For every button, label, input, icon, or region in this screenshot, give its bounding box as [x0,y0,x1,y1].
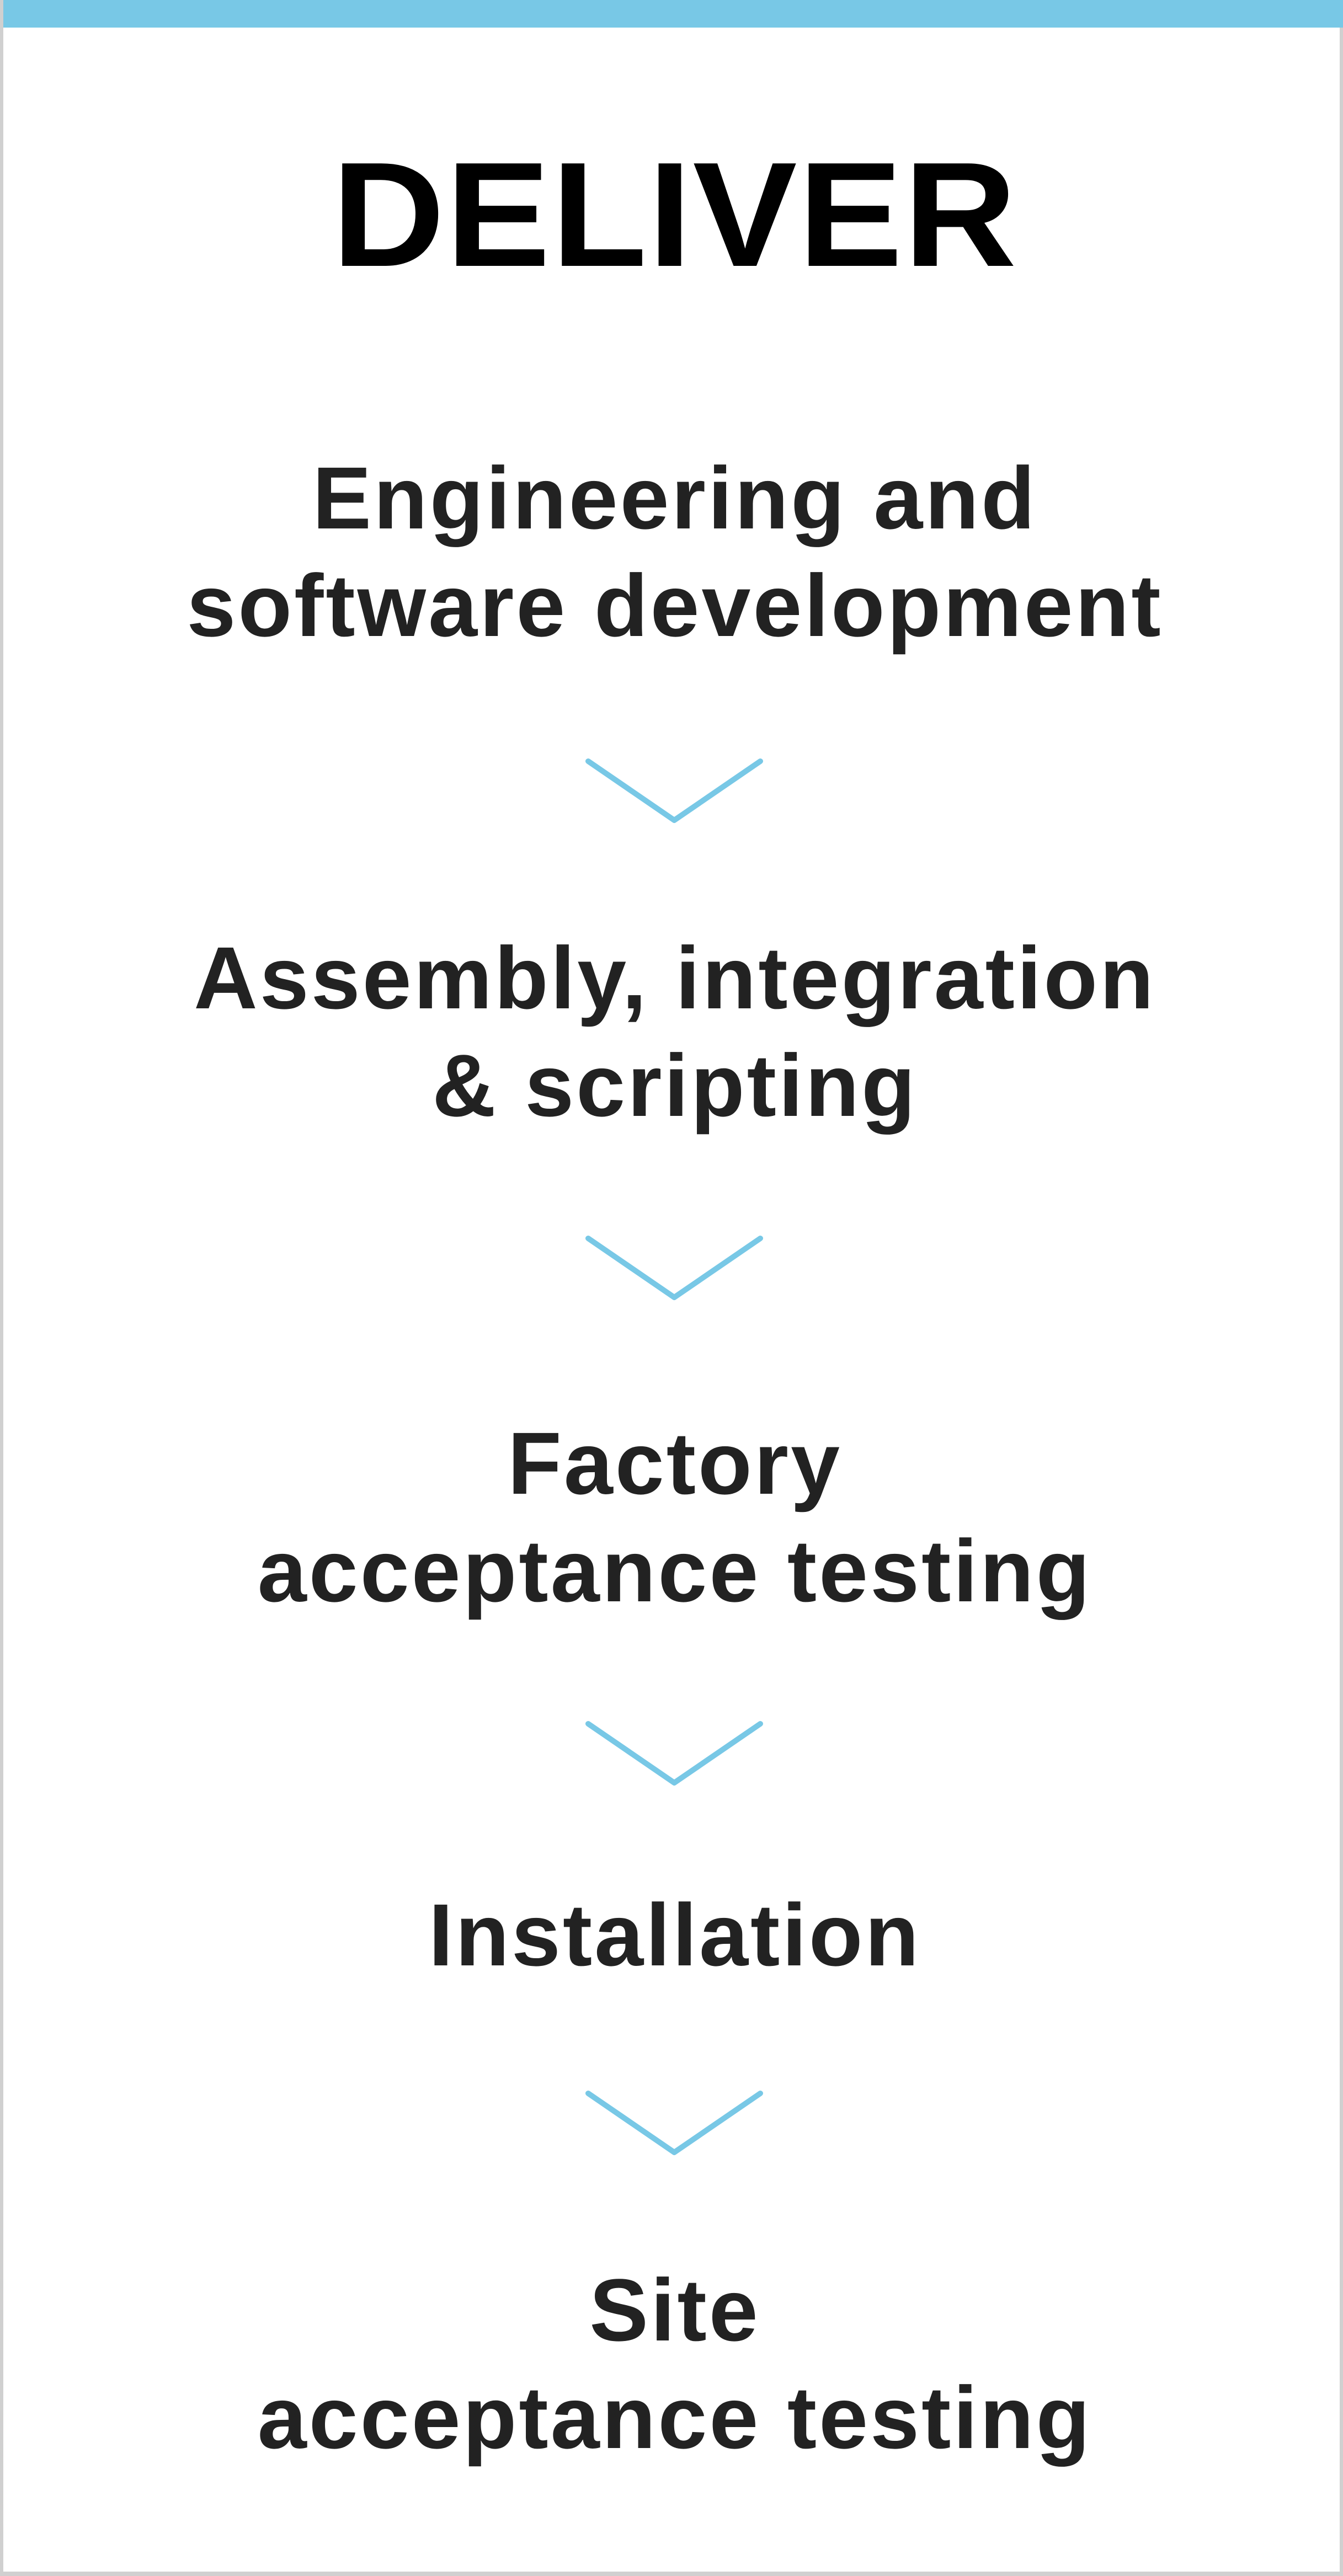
chevron-down-icon [585,1236,763,1300]
step-line: Site [589,2260,760,2359]
step-site-acceptance: Site acceptance testing [3,2256,1343,2471]
chevron-down-icon [585,2091,763,2155]
chevron-down-icon [585,758,763,823]
step-engineering: Engineering and software development [3,444,1343,659]
accent-top-bar [3,0,1343,28]
step-line: Assembly, integration [194,928,1156,1027]
step-line: Factory [508,1414,842,1513]
step-factory-acceptance: Factory acceptance testing [3,1409,1343,1624]
step-line: Installation [428,1885,921,1984]
diagram-title: DELIVER [332,132,1018,298]
step-line: acceptance testing [257,1521,1092,1620]
step-installation: Installation [3,1881,1343,1989]
step-line: acceptance testing [257,2368,1092,2467]
step-line: software development [186,556,1163,655]
step-line: Engineering and [312,448,1037,547]
step-line: & scripting [432,1036,918,1135]
chevron-down-icon [585,1721,763,1786]
step-assembly: Assembly, integration & scripting [3,924,1343,1139]
